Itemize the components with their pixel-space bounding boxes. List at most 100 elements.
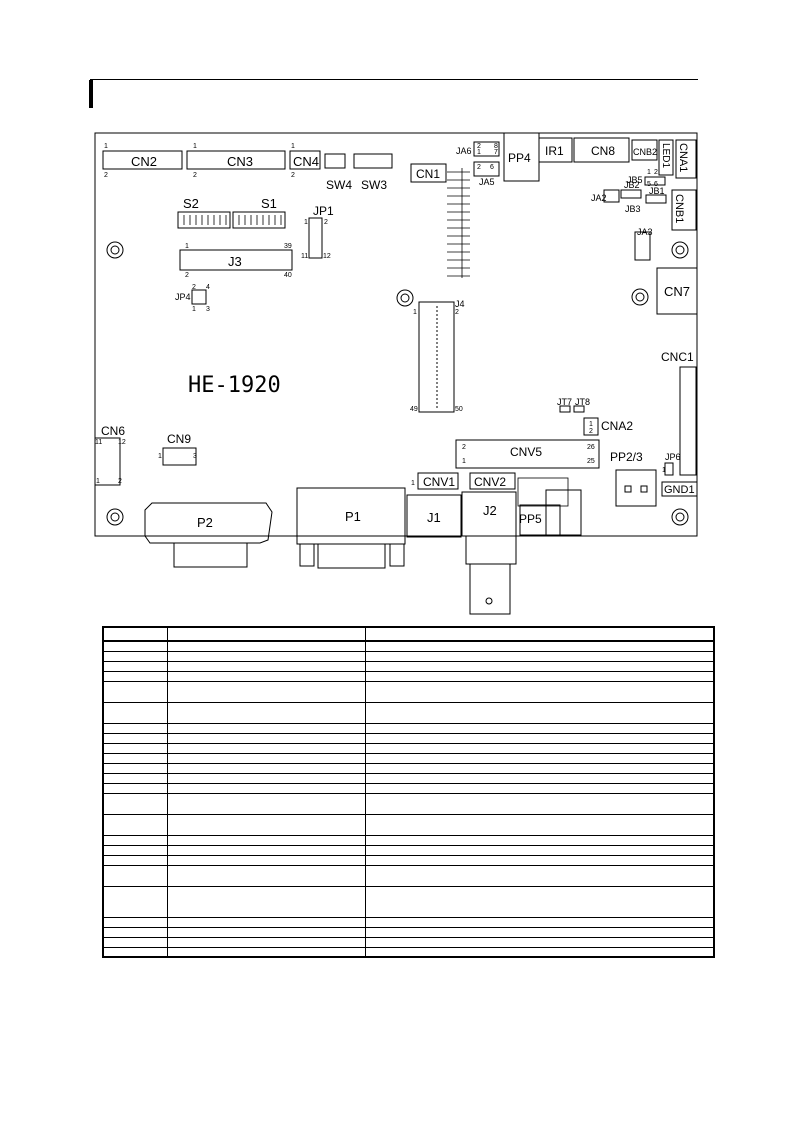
ja2-header [603,189,620,203]
ir1-label: IR1 [545,144,564,158]
jb1-label: JB1 [649,186,665,196]
table-cell [166,650,366,662]
cn4-connector [289,150,321,170]
table-cell [364,844,715,856]
table-row [102,844,715,856]
table-cell [102,732,168,744]
cn8-connector [573,137,630,163]
table-row [102,650,715,662]
cna1-label: CNA1 [677,143,689,172]
jb2-label: JB2 [624,180,640,190]
sw3-label: SW3 [361,178,387,192]
table-row [102,854,715,866]
table-header-cell [102,626,168,642]
table-cell [364,752,715,764]
cnb1-connector [671,189,697,231]
jp4-pin-3: 3 [206,306,210,313]
table-cell [166,640,366,652]
mounting-hole [106,508,124,526]
jp1-pin-1: 1 [304,219,308,226]
cnv1-label: CNV1 [423,475,455,489]
sw3-switch [353,153,393,169]
table-cell [102,742,168,754]
board-model-label: HE-1920 [188,373,281,398]
table-cell [102,946,168,958]
cn6-pin-12: 12 [118,439,126,446]
table-row [102,936,715,948]
cn3-connector [186,150,286,170]
p1-connector-body [317,543,386,569]
cna1-connector [675,139,697,179]
sw4-switch [324,153,346,169]
p1-label: P1 [345,509,361,524]
cna2-connector [583,417,599,436]
table-row [102,916,715,928]
j3-pin-40: 40 [284,272,292,279]
table-cell [364,885,715,918]
table-cell [166,680,366,703]
pp5-connector [519,504,561,536]
cn6-connector [94,437,121,486]
cn9-pin-3: 3 [193,453,197,460]
j2-bnc-neck [465,535,517,565]
table-cell [102,640,168,652]
jp1-pin-2: 2 [324,219,328,226]
jp4-label: JP4 [175,292,191,302]
pp2-3-pin [640,485,648,493]
table-cell [166,742,366,754]
jt7-label: JT7 [557,397,572,407]
pp2-3-connector [615,469,657,507]
table-cell [102,916,168,928]
jb3-label: JB3 [625,204,641,214]
jt7-jumper [559,405,571,413]
cnv2-connector [469,472,516,490]
ja3-header [634,231,651,261]
mounting-hole [631,288,649,306]
jp6-jumper [664,462,674,476]
cn3-pin-2: 2 [193,172,197,179]
j4-pin-49: 49 [410,406,418,413]
table-cell [166,844,366,856]
jp6-label: JP6 [665,452,681,462]
table-cell [166,670,366,682]
j1-connector [406,494,462,538]
cn4-pin-1: 1 [291,143,295,150]
pp5-pin-header [517,477,569,507]
pp4-label: PP4 [508,151,531,165]
jt8-jumper [573,405,585,413]
jb1-header [645,194,667,204]
table-cell [102,701,168,724]
table-cell [364,701,715,724]
table-cell [364,813,715,836]
jb5-pin-2: 2 [654,169,658,176]
ja2-label: JA2 [591,193,607,203]
ja6-pin-1: 1 [477,149,481,156]
table-cell [102,772,168,784]
table-cell [364,936,715,948]
table-cell [102,885,168,918]
jb5-label: JB5 [627,175,643,185]
j2-label: J2 [483,503,497,518]
j1-label: J1 [427,510,441,525]
cn8-label: CN8 [591,144,615,158]
cnc1-label: CNC1 [661,350,694,364]
table-cell [364,742,715,754]
cn6-pin-1: 1 [96,478,100,485]
jp1-pin-12: 12 [323,253,331,260]
j3-pin-1: 1 [185,243,189,250]
table-cell [364,916,715,928]
table-row [102,660,715,672]
ja6-pin-2: 2 [477,143,481,150]
j3-label: J3 [228,254,242,269]
table-row [102,926,715,938]
table-row [102,946,715,958]
cn7-connector [656,267,698,315]
s1-switch [232,211,286,229]
j4-pin-50: 50 [455,406,463,413]
table-cell [364,834,715,846]
table-row [102,864,715,887]
j3-pin-2: 2 [185,272,189,279]
jb2-header [620,189,642,199]
table-row [102,834,715,846]
table-cell [166,936,366,948]
